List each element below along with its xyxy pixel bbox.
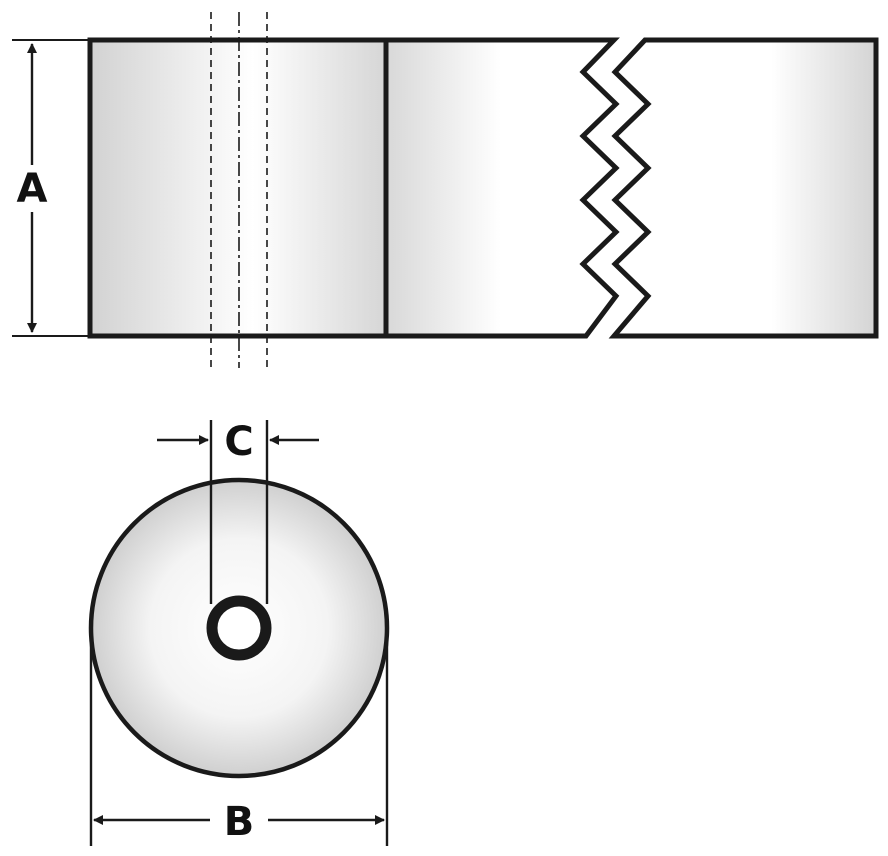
core-ring bbox=[206, 595, 272, 661]
roll-side-view bbox=[87, 12, 879, 368]
roll-outline-right bbox=[608, 37, 879, 339]
roll-segment-right bbox=[614, 40, 876, 336]
roll-segment-middle bbox=[386, 40, 616, 336]
roll-end-view bbox=[88, 477, 390, 779]
dimension-c-label: C bbox=[224, 419, 253, 465]
roll-outline-middle bbox=[386, 37, 620, 339]
roll-outline-left bbox=[87, 37, 386, 339]
dimension-a: A bbox=[12, 39, 90, 337]
roll-segment-left bbox=[90, 40, 386, 336]
dimension-b: B bbox=[89, 628, 389, 846]
dimension-a-label: A bbox=[17, 166, 48, 212]
dimension-b-label: B bbox=[224, 799, 255, 845]
dimension-c: C bbox=[157, 419, 319, 604]
